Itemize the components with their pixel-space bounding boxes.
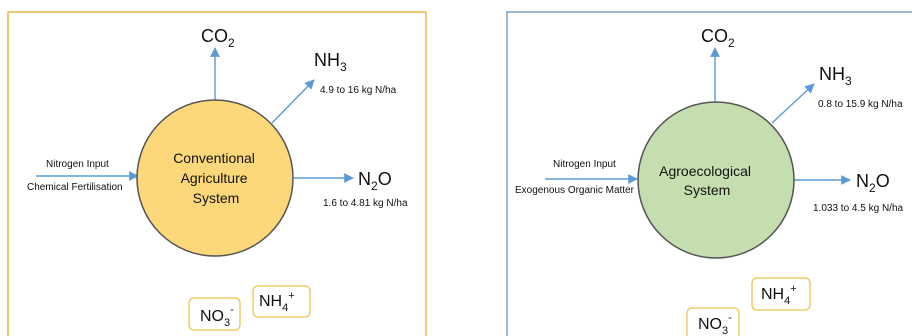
n2o-range: 1.033 to 4.5 kg N/ha xyxy=(813,203,904,214)
conventional-panel-frame xyxy=(7,11,427,336)
nh3-range: 0.8 to 15.9 kg N/ha xyxy=(818,99,903,110)
nh4-label: NH4+ xyxy=(259,290,295,314)
nh3-arrow xyxy=(271,79,315,124)
nitrogen-input-label: Nitrogen Input xyxy=(46,159,109,170)
no3-chip xyxy=(188,297,241,331)
nh3-range: 4.9 to 16 kg N/ha xyxy=(320,85,397,96)
nh4-label: NH4+ xyxy=(761,283,797,307)
co2-label: CO2 xyxy=(201,26,235,50)
no3-label: NO3- xyxy=(200,304,234,329)
n2o-range: 1.6 to 4.81 kg N/ha xyxy=(323,198,408,209)
no3-label: NO3- xyxy=(698,312,732,336)
system-line: System xyxy=(684,182,731,198)
nh3-label: NH3 xyxy=(314,50,347,74)
system-line: Agriculture xyxy=(181,170,248,186)
nitrogen-input-source: Exogenous Organic Matter xyxy=(515,185,635,196)
nh3-arrow xyxy=(771,83,815,124)
nh3-label: NH3 xyxy=(819,64,852,88)
conventional-system-circle xyxy=(136,99,294,257)
co2-label: CO2 xyxy=(701,26,735,50)
nitrogen-input-source: Chemical Fertilisation xyxy=(27,182,123,193)
agroecological-system-circle xyxy=(637,101,795,259)
n2o-label: N2O xyxy=(856,171,890,195)
nitrogen-input-label: Nitrogen Input xyxy=(553,159,616,170)
no3-chip xyxy=(686,307,740,336)
agroecological-system-label: Agroecological System xyxy=(659,163,755,198)
agroecological-panel-frame xyxy=(506,11,912,336)
system-line: Conventional xyxy=(173,150,255,166)
nh4-chip xyxy=(252,285,311,318)
conventional-panel: Conventional Agriculture System CO2 NH3 … xyxy=(7,11,427,336)
agroecological-panel: Agroecological System CO2 NH3 0.8 to 15.… xyxy=(506,11,912,336)
conventional-system-label: Conventional Agriculture System xyxy=(173,150,259,206)
n2o-label: N2O xyxy=(358,169,392,193)
nh4-chip xyxy=(751,277,811,311)
system-line: System xyxy=(193,190,240,206)
system-line: Agroecological xyxy=(659,163,751,179)
